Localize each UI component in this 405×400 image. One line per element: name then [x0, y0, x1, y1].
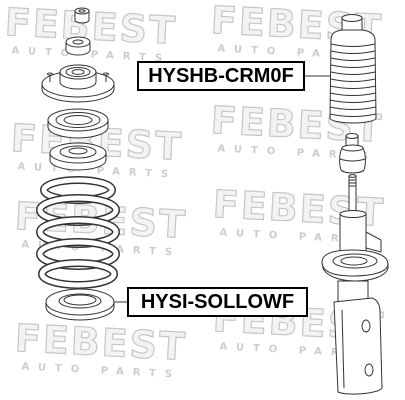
strut-mount [41, 64, 115, 103]
bump-stop [339, 133, 366, 174]
dust-boot [329, 14, 377, 124]
part-label-boot: HYSHB-CRM0F [137, 61, 305, 91]
coil-spring [36, 176, 120, 289]
spring-seat [49, 142, 107, 171]
bearing [47, 108, 109, 139]
washer [65, 36, 91, 56]
top-nut [74, 7, 90, 24]
spring-insulator [45, 288, 115, 321]
part-label-insulator: HYSI-SOLLOWF [127, 287, 308, 317]
shock-absorber [321, 174, 389, 395]
